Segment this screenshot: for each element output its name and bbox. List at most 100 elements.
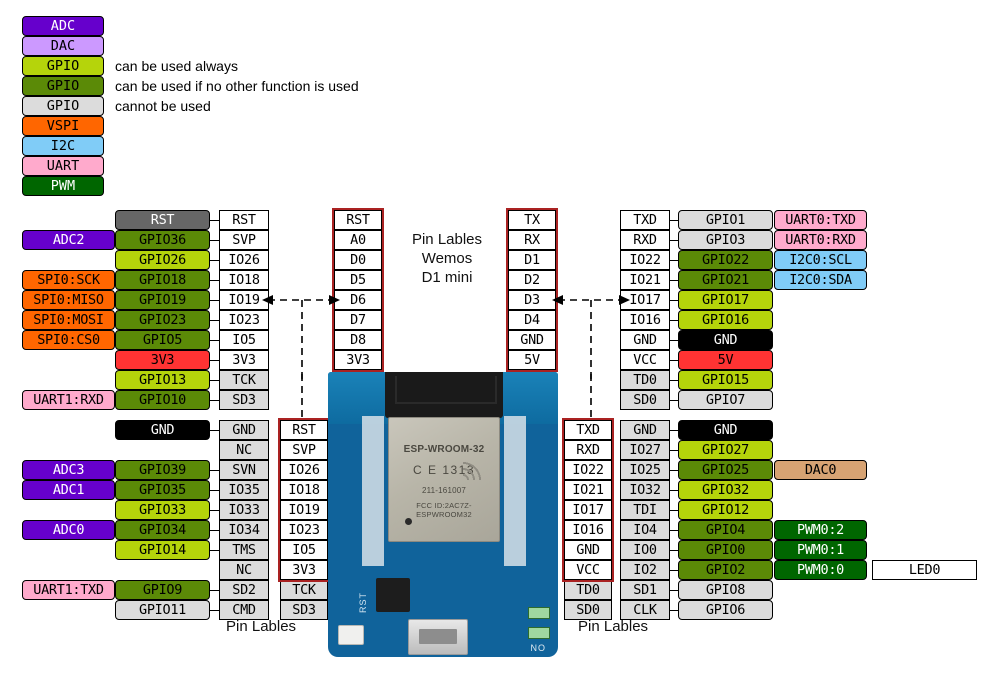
connector-stub [670, 380, 678, 381]
bottom-right-pin-1: IO27 [620, 440, 670, 460]
legend-swatch-label: VSPI [46, 118, 80, 134]
wemos-bottom-right-extra-0: TD0 [564, 580, 612, 600]
top-right-gpio-3: GPIO21 [678, 270, 773, 290]
top-right-pin-1: RXD [620, 230, 670, 250]
wemos-top-left-5: D7 [334, 310, 382, 330]
reset-button[interactable] [338, 625, 364, 645]
wemos-top-right-3: D2 [508, 270, 556, 290]
connector-stub [210, 260, 219, 261]
wemos-bottom-left-6: IO5 [280, 540, 328, 560]
wemos-bottom-right-2: IO22 [564, 460, 612, 480]
connector-stub [670, 530, 678, 531]
bottom-left-gpio-9: GPIO11 [115, 600, 210, 620]
connector-stub [670, 570, 678, 571]
bottom-right-pin-9: CLK [620, 600, 670, 620]
r-id: 211-161007 [421, 486, 467, 495]
bottom-right-pin-2: IO25 [620, 460, 670, 480]
connector-stub [210, 490, 219, 491]
wemos-bottom-right-4: IO17 [564, 500, 612, 520]
top-left-pin-5: IO23 [219, 310, 269, 330]
bottom-right-func-6: PWM0:1 [774, 540, 867, 560]
connector-stub [210, 280, 219, 281]
connector-stub [670, 280, 678, 281]
top-left-pin-9: SD3 [219, 390, 269, 410]
top-left-gpio-8: GPIO13 [115, 370, 210, 390]
connector-stub [210, 430, 219, 431]
legend-note-4: cannot be used [115, 98, 211, 114]
top-left-func-3: SPI0:SCK [22, 270, 115, 290]
bottom-right-gpio-2: GPIO25 [678, 460, 773, 480]
legend-note-2: can be used always [115, 58, 238, 74]
connector-stub [210, 220, 219, 221]
bottom-left-pin-6: TMS [219, 540, 269, 560]
top-left-func-5: SPI0:MOSI [22, 310, 115, 330]
connector-stub [210, 380, 219, 381]
connector-stub [670, 360, 678, 361]
connector-stub [210, 470, 219, 471]
bottom-right-pin-6: IO0 [620, 540, 670, 560]
wemos-bottom-left-0: RST [280, 420, 328, 440]
top-left-gpio-4: GPIO19 [115, 290, 210, 310]
bottom-left-pin-3: IO35 [219, 480, 269, 500]
top-right-gpio-6: GND [678, 330, 773, 350]
top-right-pin-4: IO17 [620, 290, 670, 310]
bottom-left-pin-0: GND [219, 420, 269, 440]
top-right-pin-8: TD0 [620, 370, 670, 390]
legend-swatch-2: GPIO [22, 56, 104, 76]
bottom-right-extra-7: LED0 [872, 560, 977, 580]
bottom-right-func-5: PWM0:2 [774, 520, 867, 540]
top-left-gpio-5: GPIO23 [115, 310, 210, 330]
top-left-gpio-6: GPIO5 [115, 330, 210, 350]
bottom-left-pin-9: CMD [219, 600, 269, 620]
bottom-left-func-5: ADC0 [22, 520, 115, 540]
legend-swatch-7: UART [22, 156, 104, 176]
top-right-pin-5: IO16 [620, 310, 670, 330]
connector-stub [210, 530, 219, 531]
legend-swatch-label: I2C [50, 138, 76, 154]
legend-swatch-8: PWM [22, 176, 104, 196]
bottom-left-pin-1: NC [219, 440, 269, 460]
connector-stub [670, 610, 678, 611]
bottom-right-func-7: PWM0:0 [774, 560, 867, 580]
bottom-left-pin-7: NC [219, 560, 269, 580]
top-left-pin-0: RST [219, 210, 269, 230]
top-right-pin-0: TXD [620, 210, 670, 230]
top-right-gpio-4: GPIO17 [678, 290, 773, 310]
connector-stub [670, 510, 678, 511]
wemos-bottom-right-extra-1: SD0 [564, 600, 612, 620]
bottom-left-pin-2: SVN [219, 460, 269, 480]
no-silkscreen: NO [530, 643, 546, 653]
top-right-gpio-2: GPIO22 [678, 250, 773, 270]
top-left-pin-1: SVP [219, 230, 269, 250]
top-right-func-3: I2C0:SDA [774, 270, 867, 290]
wemos-bottom-right-6: GND [564, 540, 612, 560]
bottom-right-gpio-7: GPIO2 [678, 560, 773, 580]
connector-stub [210, 550, 219, 551]
top-right-gpio-0: GPIO1 [678, 210, 773, 230]
legend-swatch-5: VSPI [22, 116, 104, 136]
top-right-pin-6: GND [620, 330, 670, 350]
bottom-right-gpio-8: GPIO8 [678, 580, 773, 600]
top-left-gpio-1: GPIO36 [115, 230, 210, 250]
wemos-bottom-left-2: IO26 [280, 460, 328, 480]
wemos-top-right-4: D3 [508, 290, 556, 310]
bottom-right-gpio-1: GPIO27 [678, 440, 773, 460]
micro-usb-connector [408, 619, 468, 655]
connector-stub [210, 300, 219, 301]
legend-swatch-label: PWM [50, 178, 76, 194]
wemos-top-right-2: D1 [508, 250, 556, 270]
bottom-left-gpio-0: GND [115, 420, 210, 440]
arrow-right-link-tail [590, 374, 592, 420]
connector-stub [210, 340, 219, 341]
pad-strip-left [362, 416, 384, 566]
top-left-func-1: ADC2 [22, 230, 115, 250]
top-left-pin-7: 3V3 [219, 350, 269, 370]
top-right-gpio-7: 5V [678, 350, 773, 370]
bottom-left-func-8: UART1:TXD [22, 580, 115, 600]
connector-stub [210, 400, 219, 401]
top-left-gpio-9: GPIO10 [115, 390, 210, 410]
connector-stub [210, 240, 219, 241]
rst-silkscreen: RST [358, 592, 368, 613]
bottom-right-pin-7: IO2 [620, 560, 670, 580]
